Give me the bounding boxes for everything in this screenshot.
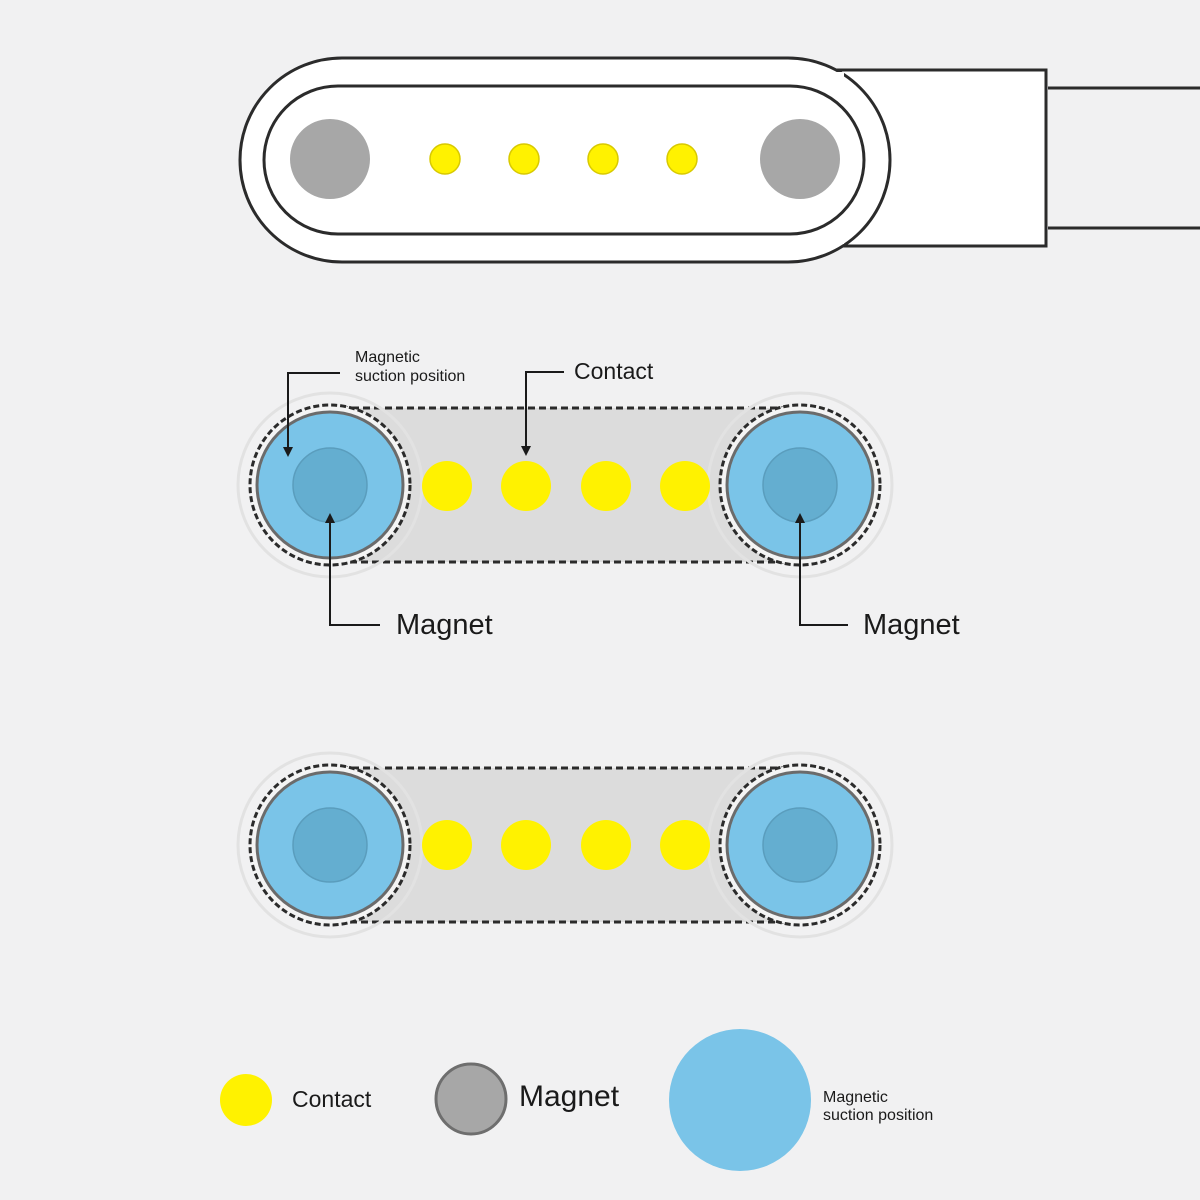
magnet-left	[292, 807, 368, 883]
magnet-left-label: Magnet	[396, 609, 493, 641]
contact-label: Contact	[574, 358, 654, 384]
contact-dot-icon	[422, 461, 472, 511]
callout-contact: Contact	[521, 358, 654, 456]
top-connector	[238, 56, 1200, 264]
callout-magnet-right: Magnet	[795, 513, 960, 641]
magnet-dot-icon	[290, 119, 370, 199]
contact-dot-icon	[501, 461, 551, 511]
left-magnet-assembly	[236, 751, 424, 939]
contact-dot-icon	[660, 461, 710, 511]
legend-suction-line2: suction position	[823, 1107, 933, 1124]
legend-suction: Magnetic suction position	[669, 1029, 933, 1171]
legend-contact-label: Contact	[292, 1086, 372, 1112]
arrow-up-icon	[283, 372, 340, 457]
plain-connector	[236, 751, 894, 939]
contact-dot-icon	[587, 143, 619, 175]
arrow-up-icon	[795, 513, 848, 626]
left-magnet-assembly	[236, 391, 424, 579]
suction-label-line1: Magnetic	[355, 349, 420, 366]
magnet-right	[762, 447, 838, 523]
legend: Contact Magnet Magnetic suction position	[220, 1029, 933, 1171]
right-magnet-assembly	[706, 391, 894, 579]
contact-dot-icon	[501, 820, 551, 870]
right-magnet-assembly	[706, 751, 894, 939]
callout-suction-position: Magnetic suction position	[283, 349, 465, 457]
contact-dot-icon	[422, 820, 472, 870]
legend-contact: Contact	[220, 1074, 372, 1126]
magnet-left	[292, 447, 368, 523]
magnet-right-label: Magnet	[863, 609, 960, 641]
cable	[1048, 86, 1200, 230]
arrow-up-icon	[325, 513, 380, 626]
magnet-dot-icon	[760, 119, 840, 199]
annotated-connector: Magnetic suction position Contact Magnet…	[236, 349, 960, 641]
legend-magnet: Magnet	[434, 1062, 620, 1136]
suction-label-line2: suction position	[355, 368, 465, 385]
contact-dot-icon	[508, 143, 540, 175]
contact-dot-icon	[666, 143, 698, 175]
contact-dot-icon	[660, 820, 710, 870]
contact-dot-icon	[429, 143, 461, 175]
contact-dot-icon	[581, 461, 631, 511]
contact-dot-icon	[220, 1074, 272, 1126]
callout-magnet-left: Magnet	[325, 513, 493, 641]
magnet-right	[762, 807, 838, 883]
arrow-up-icon	[521, 371, 564, 456]
contact-dot-icon	[581, 820, 631, 870]
inner-face	[262, 84, 866, 236]
suction-dot-icon	[669, 1029, 811, 1171]
magnet-dot-icon	[434, 1062, 508, 1136]
legend-magnet-label: Magnet	[519, 1080, 620, 1113]
legend-suction-line1: Magnetic	[823, 1089, 888, 1106]
